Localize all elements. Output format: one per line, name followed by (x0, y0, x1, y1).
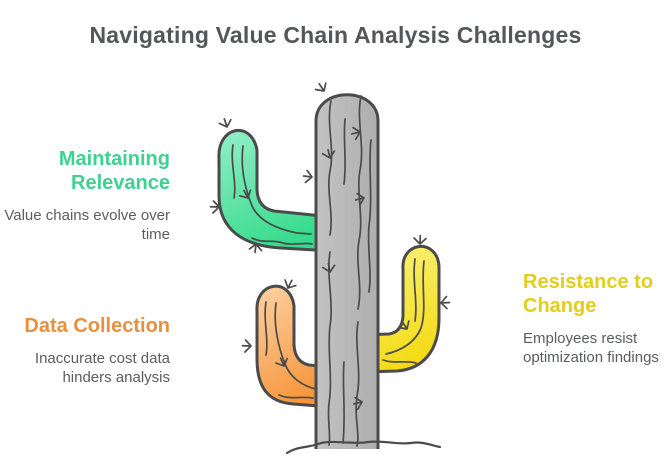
ground-line (285, 440, 442, 455)
cactus-arm-orange (255, 284, 334, 409)
heading-line: Data Collection (24, 315, 170, 337)
challenge-heading: Data Collection (24, 314, 170, 338)
yellow-arm-texture-lines (382, 258, 425, 364)
description-line: Inaccurate cost data (34, 350, 170, 367)
heading-line: Relevance (71, 172, 170, 194)
challenge-resistance-to-change: Resistance to Change Employees resist op… (523, 270, 659, 367)
challenge-heading: Resistance to Change (523, 270, 659, 318)
heading-line: Resistance to (523, 271, 654, 293)
cactus-arm-green (217, 128, 334, 253)
description-line: Value chains evolve over (4, 207, 170, 224)
description-line: Employees resist (523, 330, 638, 347)
cactus-trunk (314, 93, 380, 449)
cactus-arm-yellow (361, 245, 441, 374)
description-line: optimization findings (523, 349, 659, 366)
heading-line: Change (523, 295, 597, 317)
challenge-maintaining-relevance: Maintaining Relevance Value chains evolv… (4, 147, 170, 244)
challenge-description: Inaccurate cost data hinders analysis (24, 349, 170, 387)
green-arm-texture-lines (231, 144, 313, 245)
description-line: hinders analysis (62, 369, 170, 386)
challenge-heading: Maintaining Relevance (4, 147, 170, 195)
challenge-description: Employees resist optimization findings (523, 329, 659, 367)
description-line: time (141, 226, 170, 243)
challenge-data-collection: Data Collection Inaccurate cost data hin… (24, 314, 170, 387)
page-title: Navigating Value Chain Analysis Challeng… (89, 22, 582, 49)
heading-line: Maintaining (58, 148, 170, 170)
challenge-description: Value chains evolve over time (4, 206, 170, 244)
